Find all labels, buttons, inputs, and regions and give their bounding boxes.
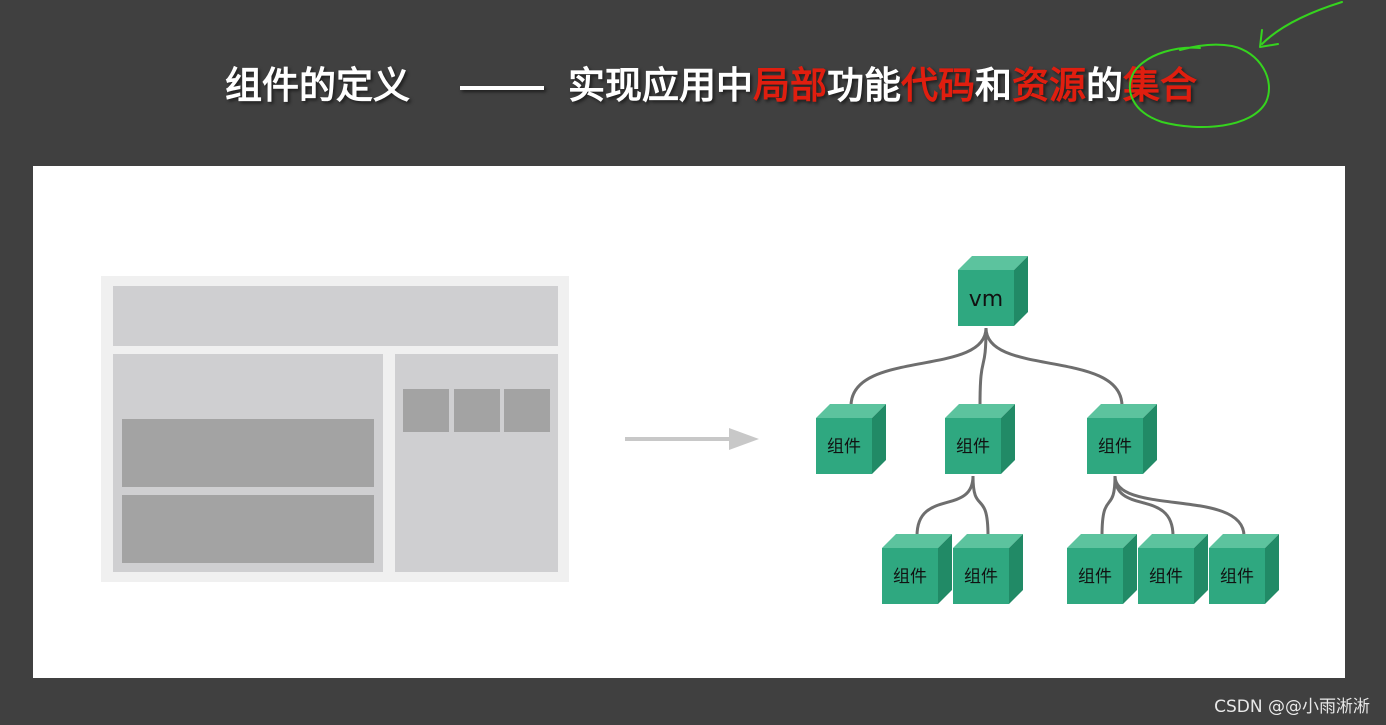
title-part-5: 代码 [901,64,975,107]
cube-side-face [1009,534,1023,604]
component-node-label: 组件 [964,567,998,587]
cube-front-face [816,418,872,474]
cube-top-face [1087,404,1157,418]
cube-front-face [882,548,938,604]
wireframe-sidebar-tile [454,389,500,432]
cube-side-face [1265,534,1279,604]
annotation-arrow-head [1259,29,1279,48]
wireframe-header [113,286,558,346]
cube-side-face [872,404,886,474]
annotation-circle [1129,43,1270,128]
cube-top-face [1067,534,1137,548]
cube-top-face [953,534,1023,548]
tree-node-component: 组件 [1209,534,1279,604]
root-node-label: vm [969,287,1003,312]
tree-connectors [849,327,1246,537]
cube-front-face [1138,548,1194,604]
tree-node-component: 组件 [945,404,1015,474]
tree-node-component: 组件 [1087,404,1157,474]
cube-top-face [1209,534,1279,548]
cube-side-face [1194,534,1208,604]
wireframe-sidebar-tile [403,389,449,432]
component-node-label: 组件 [1220,567,1254,587]
annotation-arrow-curve [1261,1,1343,45]
watermark: CSDN @@小雨淅淅 [1214,697,1370,717]
cube-front-face [1209,548,1265,604]
title-part-8: 的 [1086,64,1123,107]
tree-node-component: 组件 [882,534,952,604]
wireframe-main-block [122,495,374,563]
cube-side-face [938,534,952,604]
wireframe-sidebar-tile [504,389,550,432]
component-node-label: 组件 [893,567,927,587]
tree-node-component: 组件 [816,404,886,474]
tree-connector [984,327,1124,407]
cube-side-face [1143,404,1157,474]
tree-connector [849,327,988,407]
title-part-4: 功能 [827,64,901,107]
tree-node-component: 组件 [1067,534,1137,604]
cube-front-face [945,418,1001,474]
tree-connector [1100,475,1117,537]
component-tree: vm组件组件组件组件组件组件组件组件 [816,256,1279,604]
cube-front-face [1067,548,1123,604]
slide-title: 组件的定义实现应用中局部功能代码和资源的集合 [225,58,1197,114]
cube-top-face [945,404,1015,418]
cube-side-face [1014,256,1028,326]
green-annotation-scribble [1129,1,1343,128]
cube-top-face [816,404,886,418]
title-part-1: 组件的定义 [225,64,410,107]
component-node-label: 组件 [1078,567,1112,587]
title-part-6: 和 [975,64,1012,107]
tree-node-component: 组件 [1138,534,1208,604]
tree-connector [915,475,975,537]
tree-node-root: vm [958,256,1028,326]
cube-side-face [1123,534,1137,604]
tree-node-component: 组件 [953,534,1023,604]
component-node-label: 组件 [827,437,861,457]
cube-top-face [882,534,952,548]
cube-front-face [953,548,1009,604]
component-node-label: 组件 [956,437,990,457]
wireframe-main-block [122,419,374,487]
tree-connector [971,475,990,537]
cube-top-face [1138,534,1208,548]
tree-nodes: vm组件组件组件组件组件组件组件组件 [816,256,1279,604]
title-part-2: 实现应用中 [568,64,753,107]
cube-side-face [1001,404,1015,474]
tree-connector [978,327,988,407]
tree-connector [1113,475,1246,537]
cube-front-face [1087,418,1143,474]
component-node-label: 组件 [1149,567,1183,587]
cube-top-face [958,256,1028,270]
right-arrow-icon [625,428,759,450]
title-dash [460,85,544,90]
title-part-3: 局部 [753,64,827,107]
tree-connector [1113,475,1175,537]
page-layout-wireframe [101,276,569,582]
component-node-label: 组件 [1098,437,1132,457]
title-part-7: 资源 [1012,64,1086,107]
cube-front-face [958,270,1014,326]
